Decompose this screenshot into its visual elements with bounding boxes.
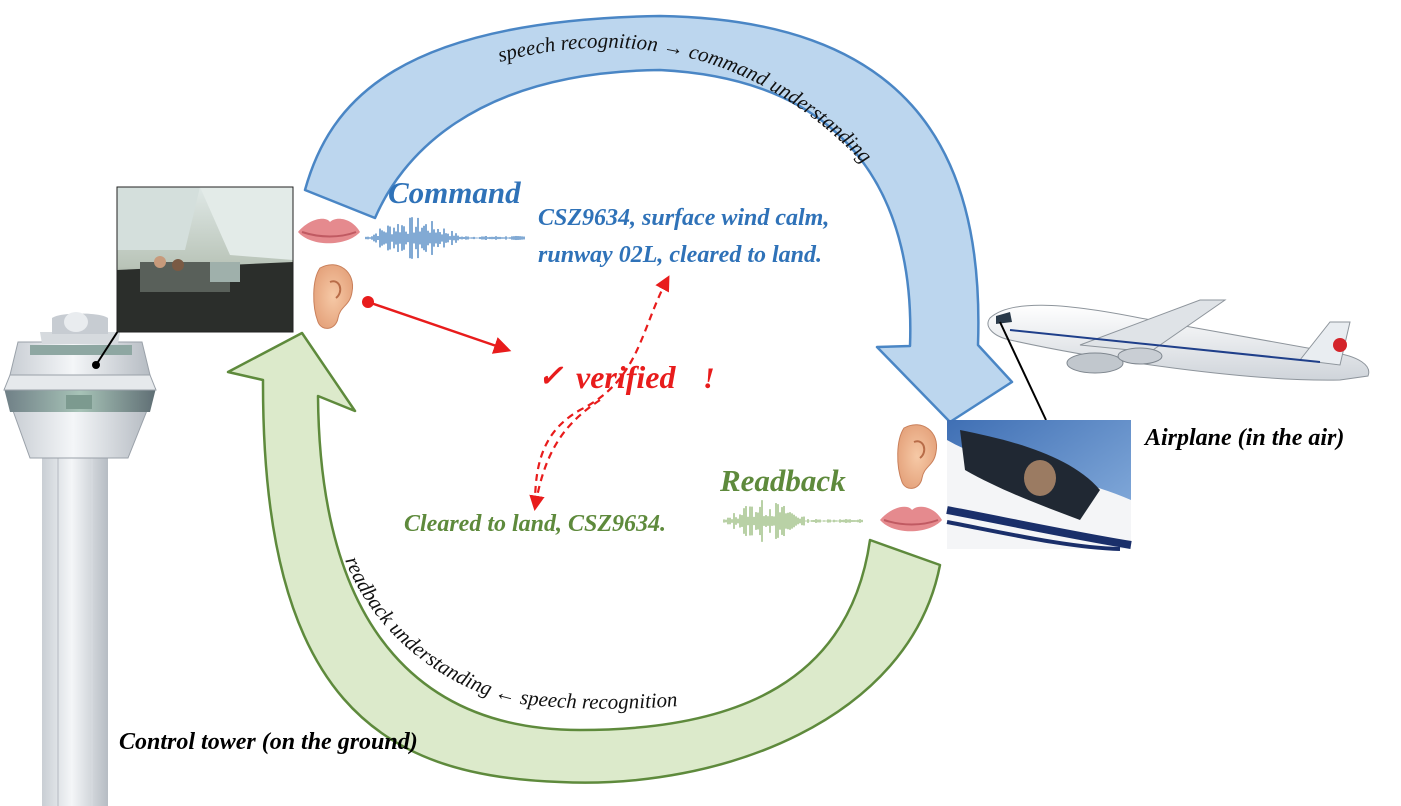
airplane-label: Airplane (in the air) — [1143, 425, 1344, 451]
checkmark-icon: ✓ — [538, 360, 564, 393]
ear-icon — [313, 264, 354, 329]
waveform-icon — [365, 217, 525, 259]
control-tower-label: Control tower (on the ground) — [119, 729, 418, 755]
command-flow-arrow — [303, 14, 1014, 424]
ear-icon — [897, 424, 938, 489]
command-text-line1: CSZ9634, surface wind calm, — [538, 205, 829, 231]
readback-text: Cleared to land, CSZ9634. — [404, 511, 666, 537]
mouth-icon — [298, 218, 360, 244]
verified-label: verified — [576, 359, 677, 395]
cockpit-photo — [946, 420, 1132, 551]
mouth-icon — [880, 506, 942, 532]
command-text-line2: runway 02L, cleared to land. — [538, 242, 822, 268]
tower-connector-dot — [92, 361, 100, 369]
readback-title: Readback — [719, 463, 846, 498]
airplane-connector-line — [999, 321, 1047, 421]
verified-exclamation: ! — [703, 362, 715, 395]
readback-dashed-arrow — [529, 399, 601, 512]
waveform-icon — [723, 500, 863, 542]
tower-connector-line — [95, 330, 119, 366]
control-room-photo — [116, 186, 294, 333]
readback-flow-arrow — [226, 331, 942, 784]
command-dashed-arrow — [533, 275, 670, 506]
control-tower-image — [3, 312, 157, 806]
command-title: Command — [388, 175, 521, 210]
ear-to-verified-arrow — [367, 300, 512, 354]
airplane-image — [987, 299, 1370, 381]
